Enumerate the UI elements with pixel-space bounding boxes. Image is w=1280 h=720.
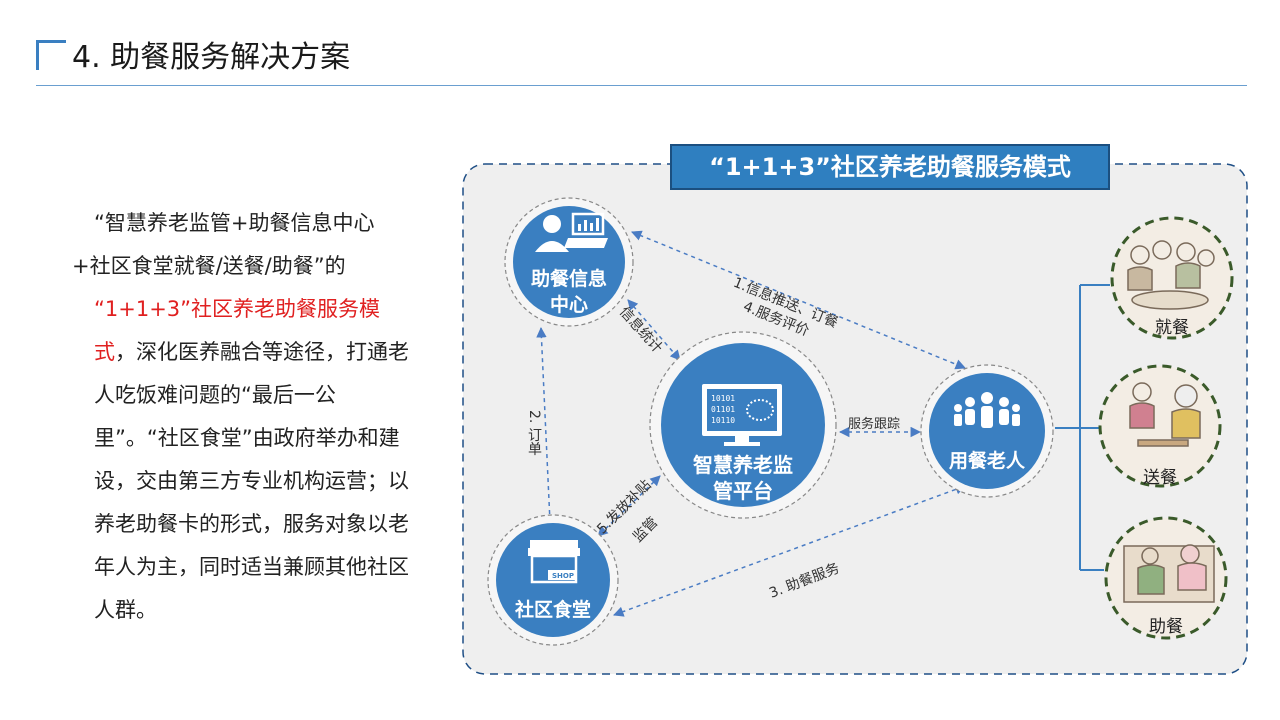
edge-label-tracking: 服务跟踪 [848, 417, 901, 432]
arrow-info-platform [627, 299, 681, 361]
delivery-illustration [1129, 382, 1201, 447]
services-bracket [1055, 284, 1110, 571]
description-line-1: “智慧养老监管+助餐信息中心 [94, 211, 375, 235]
info-center-label: 助餐信息中心 [530, 268, 607, 316]
arrow-canteen-elderly [613, 484, 966, 617]
person-laptop-icon [535, 212, 608, 252]
assist-illustration [1123, 544, 1215, 603]
title-bracket-decoration [36, 40, 66, 70]
description-line-2: +社区食堂就餐/送餐/助餐”的 [72, 254, 346, 278]
svg-text:10110: 10110 [711, 416, 735, 425]
arrow-canteen-info [536, 326, 551, 523]
model-highlight: “1+1+3”社区养老助餐服务模式 [94, 297, 381, 364]
dine-in-label: 就餐 [1155, 318, 1189, 338]
assist-label: 助餐 [1149, 617, 1183, 637]
elderly-node [929, 373, 1045, 489]
dine-in-photo-ring [1110, 216, 1234, 340]
description-body: ，深化医养融合等途径，打通老人吃饭难问题的“最后一公里”。“社区食堂”由政府举办… [94, 340, 409, 622]
model-banner: “1+1+3”社区养老助餐服务模式 [670, 144, 1110, 190]
arrow-info-elderly [631, 230, 966, 370]
elderly-label: 用餐老人 [948, 450, 1025, 472]
description-text: “智慧养老监管+助餐信息中心 +社区食堂就餐/送餐/助餐”的 “1+1+3”社区… [66, 202, 416, 632]
svg-text:01101: 01101 [711, 405, 735, 414]
shop-icon: SHOP [528, 540, 580, 584]
dine-in-illustration [1127, 240, 1215, 310]
people-group-icon [954, 392, 1020, 428]
platform-label: 智慧养老监管平台 [693, 453, 793, 503]
edge-label-order: 2. 订单 [526, 410, 542, 456]
monitor-data-icon: 10101 01101 10110 [702, 384, 782, 446]
title-divider [36, 85, 1247, 86]
canteen-label: 社区食堂 [514, 599, 591, 621]
page-title: 4. 助餐服务解决方案 [72, 40, 351, 75]
svg-text:SHOP: SHOP [552, 572, 574, 580]
delivery-label: 送餐 [1143, 468, 1177, 488]
svg-text:10101: 10101 [711, 394, 735, 403]
description-rest: “1+1+3”社区养老助餐服务模式，深化医养融合等途径，打通老人吃饭难问题的“最… [66, 288, 416, 632]
